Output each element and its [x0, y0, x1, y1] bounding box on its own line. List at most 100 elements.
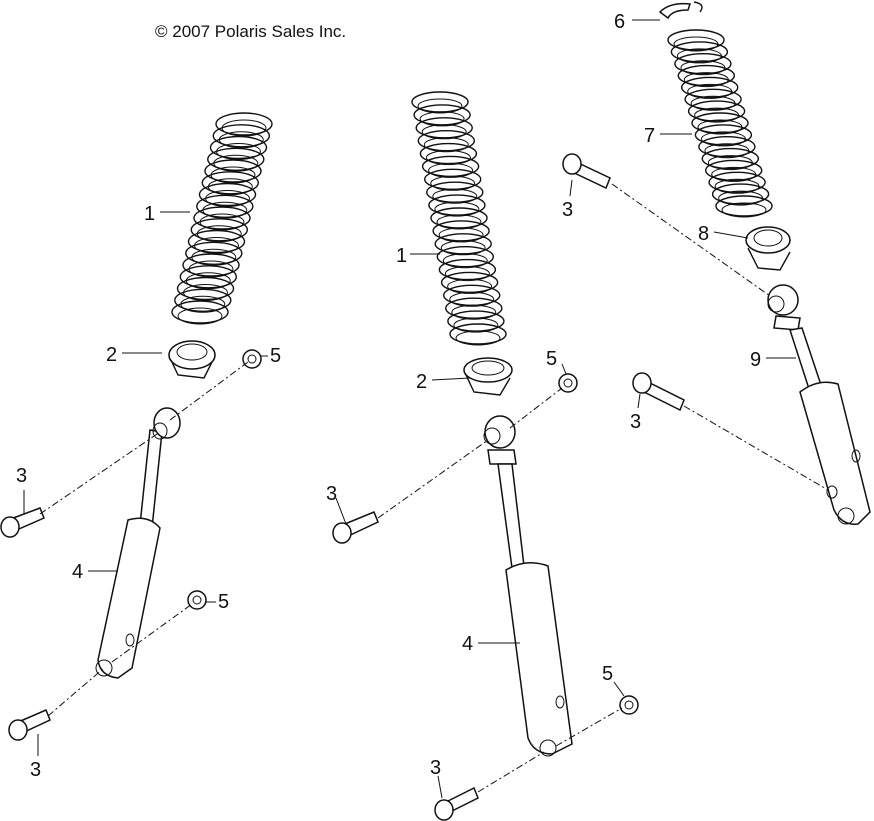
spring-coil	[684, 88, 742, 111]
callout-1-left: 1	[144, 203, 155, 225]
callout-3-middle-upper: 3	[326, 483, 337, 505]
spring-coil-inner	[447, 278, 493, 294]
spring-coil-inner	[453, 317, 499, 333]
spring-coil	[190, 218, 249, 242]
spring-coil	[174, 288, 232, 312]
bolt-left-upper	[0, 507, 45, 538]
spring-retainer-left	[168, 340, 216, 379]
shock-absorber-left	[95, 407, 181, 679]
left-assembly	[0, 112, 273, 741]
spring-coil-inner	[428, 162, 474, 178]
spring-coil	[674, 53, 732, 75]
spring-coil-inner	[432, 188, 478, 204]
spring-coil-inner	[449, 291, 495, 307]
spring-coil-inner	[417, 98, 463, 114]
shock-absorber-right	[767, 284, 871, 525]
spring-retainer-middle	[463, 357, 513, 396]
spring-coil	[193, 206, 251, 230]
callout-9: 9	[750, 349, 761, 371]
spring-coil	[201, 171, 260, 195]
spring-coil	[691, 112, 749, 134]
bolt-left-lower	[8, 709, 51, 741]
spring-coil	[670, 41, 729, 63]
callout-3-right-lower: 3	[630, 411, 641, 433]
callout-3-right-upper: 3	[562, 199, 573, 221]
callout-5-left-lower: 5	[218, 591, 229, 613]
spring-coil-inner	[430, 175, 476, 191]
spring-coil	[698, 135, 756, 158]
right-assembly	[562, 1, 871, 525]
spring-coil	[701, 147, 759, 170]
spring-coil	[182, 253, 240, 277]
spring-coil	[176, 276, 235, 301]
spring-coil-inner	[455, 330, 501, 346]
coil-spring-right	[667, 29, 773, 218]
callout-1-middle: 1	[396, 245, 407, 267]
bolt-right-upper	[562, 153, 611, 190]
spring-coil	[715, 195, 773, 217]
spring-coil-inner	[721, 202, 767, 218]
spring-coil-inner	[423, 137, 469, 153]
callouts: 1 2 5 3 4 5 3 1 2 5 3 4 5 3 6 7 3 8	[16, 11, 796, 799]
spring-coil	[667, 29, 725, 51]
spring-coil	[187, 229, 246, 254]
nut-left-upper	[242, 349, 262, 369]
callout-4-middle: 4	[462, 633, 473, 655]
nut-middle-lower	[619, 695, 639, 715]
spring-coil	[677, 64, 735, 87]
spring-coil-inner	[451, 304, 497, 320]
spring-coil	[179, 265, 238, 289]
spring-coil	[212, 124, 271, 148]
nut-middle-upper	[558, 373, 578, 393]
coil-spring-middle	[411, 91, 507, 346]
callout-8: 8	[698, 223, 709, 245]
callout-6: 6	[614, 11, 625, 33]
callout-4-left: 4	[72, 561, 83, 583]
spring-retainer-right	[745, 226, 791, 271]
spring-coil-inner	[440, 240, 486, 256]
callout-2-middle: 2	[416, 371, 427, 393]
spring-coil-inner	[434, 201, 480, 217]
coil-spring-left	[171, 112, 273, 325]
callout-3-left-upper: 3	[16, 465, 27, 487]
callout-5-left-upper: 5	[270, 345, 281, 367]
bolt-middle-upper	[332, 511, 379, 544]
callout-3-left-lower: 3	[30, 759, 41, 781]
spring-coil-inner	[436, 214, 482, 230]
spring-coil	[185, 241, 243, 266]
callout-5-middle-lower: 5	[602, 663, 613, 685]
spring-coil-inner	[444, 266, 490, 282]
nut-left-lower	[187, 590, 207, 610]
callout-5-middle-upper: 5	[546, 348, 557, 370]
spring-coil	[711, 183, 770, 205]
spring-coil	[705, 159, 763, 182]
spring-coil-inner	[177, 307, 223, 325]
spring-coil	[681, 76, 739, 99]
spring-coil-inner	[425, 150, 471, 166]
spring-coil	[209, 135, 268, 160]
copyright-notice: © 2007 Polaris Sales Inc.	[155, 22, 347, 41]
spring-coil	[204, 159, 262, 183]
spring-coil	[207, 147, 265, 172]
spring-coil	[449, 323, 507, 345]
callout-3-middle-lower: 3	[430, 757, 441, 779]
callout-7: 7	[644, 125, 655, 147]
middle-assembly	[332, 91, 639, 821]
spring-coil	[215, 112, 273, 136]
spring-coil	[687, 100, 746, 122]
spring-coil	[694, 124, 753, 146]
spring-coil-inner	[442, 253, 488, 269]
spring-coil-inner	[419, 111, 465, 127]
spring-coil-inner	[438, 227, 484, 243]
spring-coil	[198, 182, 257, 207]
bolt-right-lower	[632, 372, 685, 412]
retaining-clip	[658, 1, 703, 20]
shock-absorber-middle	[483, 415, 573, 757]
bolt-middle-lower	[434, 786, 479, 821]
spring-coil	[196, 194, 254, 219]
spring-coil-inner	[421, 124, 467, 140]
spring-coil	[708, 171, 766, 194]
spring-coil	[171, 300, 229, 324]
callout-2-left: 2	[106, 344, 117, 366]
